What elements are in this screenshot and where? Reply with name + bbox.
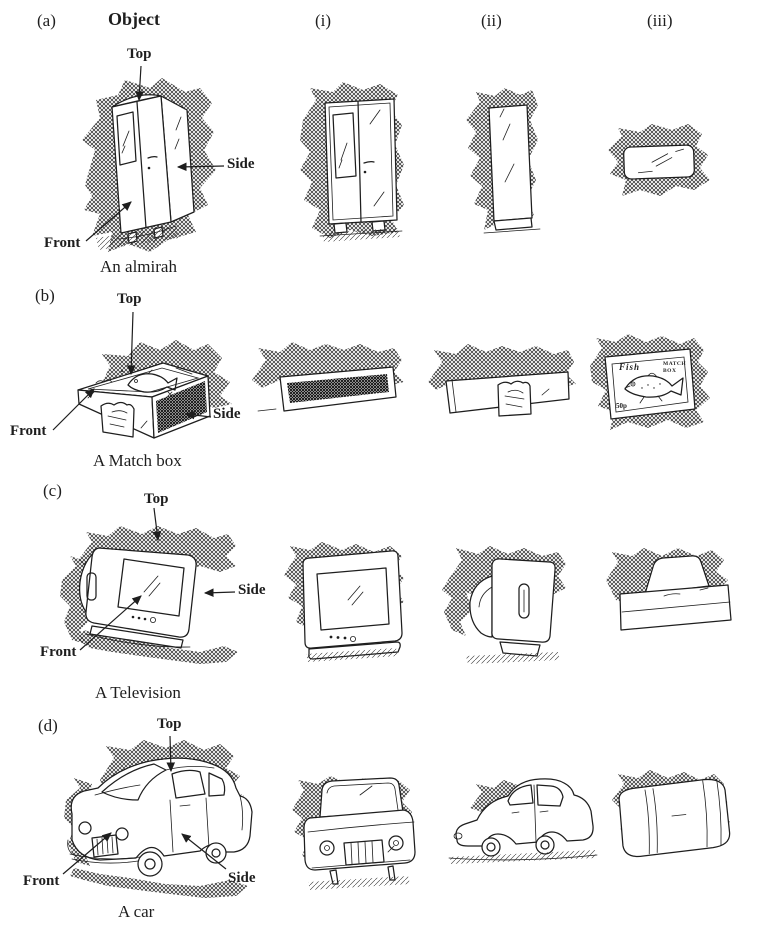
- sketch-matchbox-top-view: [590, 334, 710, 430]
- arrow-b-top: [126, 311, 136, 376]
- label-a-front: Front: [44, 235, 81, 251]
- arrow-a-side: [176, 162, 225, 172]
- arrow-a-front: [85, 201, 132, 242]
- caption-c: A Television: [95, 683, 181, 702]
- sketch-almirah-top-view: [608, 124, 710, 196]
- row-a-letter: (a): [37, 11, 56, 30]
- arrow-a-top: [135, 65, 144, 102]
- row-d-letter: (d): [38, 716, 58, 735]
- label-a-top: Top: [127, 46, 152, 62]
- label-d-side: Side: [228, 870, 256, 886]
- label-b-front: Front: [10, 423, 47, 439]
- label-c-side: Side: [238, 582, 266, 598]
- column-header-i: (i): [315, 11, 332, 30]
- caption-a: An almirah: [100, 257, 177, 276]
- sketch-car-side-view: [448, 778, 598, 864]
- sketch-car-top-view: [612, 770, 731, 858]
- sketch-matchbox-object: [77, 340, 232, 439]
- sketch-almirah-front-view: [300, 82, 404, 242]
- row-b-letter: (b): [35, 286, 55, 305]
- row-c-letter: (c): [43, 481, 62, 500]
- caption-b: A Match box: [93, 451, 182, 470]
- caption-d: A car: [118, 902, 155, 921]
- sketch-matchbox-side-view: [252, 342, 404, 412]
- label-b-top: Top: [117, 291, 142, 307]
- arrow-c-front: [79, 595, 142, 651]
- arrow-c-side: [203, 588, 236, 598]
- matchbox-product-text: MATCH BOX: [663, 361, 687, 374]
- sketch-car-object: [64, 740, 253, 898]
- label-c-top: Top: [144, 491, 169, 507]
- arrow-c-top: [152, 507, 162, 542]
- arrow-b-side: [184, 410, 212, 420]
- sketch-almirah-side-view: [466, 88, 541, 234]
- sketch-car-front-view: [292, 776, 416, 890]
- matchbox-price-text: 50p: [616, 402, 627, 410]
- arrow-b-front: [52, 388, 95, 431]
- label-d-front: Front: [23, 873, 60, 889]
- sketch-television-object: [60, 526, 238, 664]
- sketch-television-side-view: [442, 546, 566, 664]
- sketch-television-top-view: [606, 548, 732, 631]
- label-b-side: Side: [213, 406, 241, 422]
- column-header-iii: (iii): [647, 11, 673, 30]
- label-a-side: Side: [227, 156, 255, 172]
- arrow-d-side: [181, 833, 227, 870]
- column-header-ii: (ii): [481, 11, 502, 30]
- sketch-television-front-view: [284, 542, 404, 662]
- column-header-object: Object: [108, 9, 160, 29]
- sketch-almirah-object: [82, 78, 216, 252]
- sketch-matchbox-front-view: [428, 344, 576, 417]
- arrow-d-top: [166, 735, 176, 773]
- label-c-front: Front: [40, 644, 77, 660]
- matchbox-brand-text: Fish: [619, 362, 641, 372]
- arrow-d-front: [62, 832, 112, 875]
- label-d-top: Top: [157, 716, 182, 732]
